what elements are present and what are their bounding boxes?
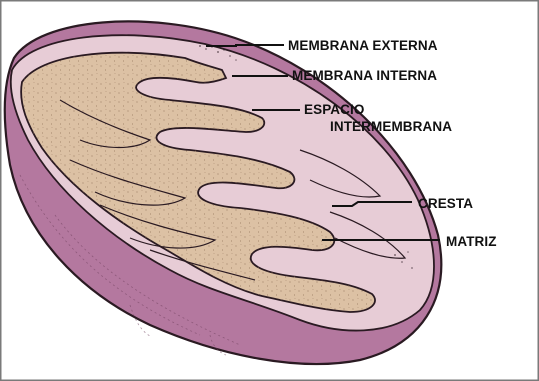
label-inner-membrane: MEMBRANA INTERNA xyxy=(292,68,437,83)
leader-outer-membrane xyxy=(206,45,284,46)
label-intermembrane-space-line1: ESPACIO xyxy=(304,102,364,117)
label-outer-membrane: MEMBRANA EXTERNA xyxy=(288,38,438,53)
label-crista: CRESTA xyxy=(418,196,473,211)
label-intermembrane-space-line2: INTERMEMBRANA xyxy=(330,119,452,134)
label-matrix: MATRIZ xyxy=(446,234,497,249)
